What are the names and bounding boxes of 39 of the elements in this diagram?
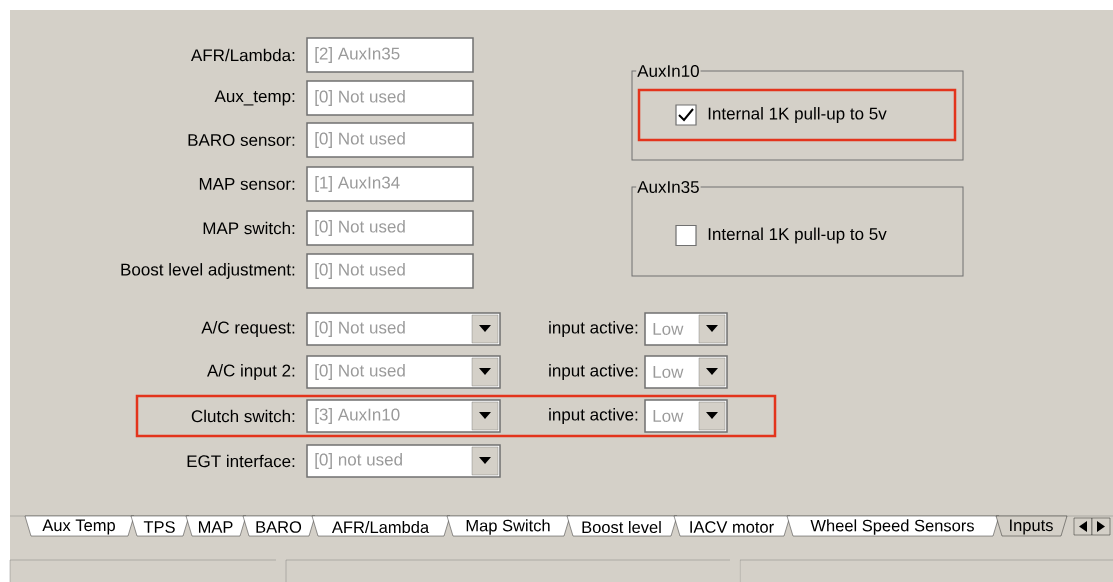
dropdown-field: Low (644, 312, 728, 346)
field-label: input active: (549, 364, 638, 380)
field-label: Aux_temp: (214, 90, 295, 106)
tab: Boost level (566, 515, 678, 537)
text-field: [0] Not used (306, 80, 474, 116)
text-field: [1] AuxIn34 (306, 166, 474, 202)
tab: Wheel Speed Sensors (786, 515, 1000, 537)
field-label: A/C request: (201, 321, 295, 337)
field-label: A/C input 2: (207, 364, 295, 380)
field-label: AFR/Lambda: (190, 48, 295, 62)
text-field: [0] Not used (306, 253, 474, 289)
tab: MAP (185, 515, 247, 537)
field-label: Clutch switch: (191, 409, 295, 423)
tab: Inputs (995, 515, 1068, 537)
group-box: AuxIn35 Internal 1K pull-up to 5v (631, 180, 964, 277)
tab: IACV motor (673, 515, 791, 537)
dropdown-field: Low (644, 399, 728, 433)
dropdown-field: [0] Not used (306, 355, 501, 389)
text-field: [0] Not used (306, 122, 474, 158)
field-label: Boost level adjustment: (121, 263, 295, 279)
dropdown-field: [3] AuxIn10 (306, 399, 501, 433)
field-label: MAP switch: (203, 221, 295, 235)
tab: BARO (242, 515, 316, 537)
tab: AFR/Lambda (311, 515, 451, 537)
text-field: [2] AuxIn35 (306, 37, 474, 73)
dropdown-field: [0] not used (306, 444, 501, 478)
tab: Aux Temp (24, 515, 135, 537)
dropdown-field: Low (644, 355, 728, 389)
tab: Map Switch (446, 515, 571, 537)
highlight-box: Internal 1K pull-up to 5v (637, 88, 957, 142)
dropdown-field: [0] Not used (306, 312, 501, 346)
field-label: input active: (549, 321, 638, 337)
highlight-box (135, 394, 777, 438)
field-label: input active: (549, 408, 638, 424)
field-label: EGT interface: (187, 454, 295, 468)
field-label: MAP sensor: (199, 178, 295, 190)
text-field: [0] Not used (306, 210, 474, 246)
field-label: BARO sensor: (188, 134, 295, 147)
tab: TPS (130, 515, 190, 537)
